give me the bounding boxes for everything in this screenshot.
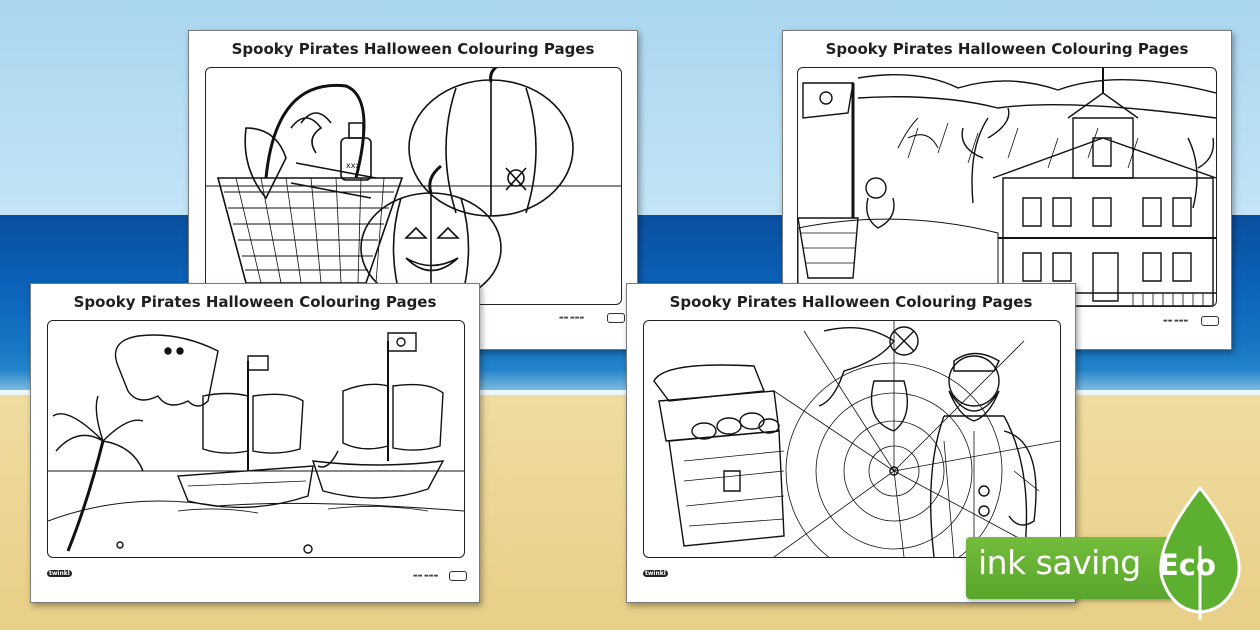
colouring-page-treasure-chest: Spooky Pirates Halloween Colouring Pages: [626, 283, 1076, 603]
pirate-ships-illustration: [48, 321, 464, 557]
eco-leaf-icon: [1144, 486, 1256, 622]
eco-label: Eco: [1159, 548, 1216, 582]
twinkl-logo: twinkl: [47, 570, 72, 577]
footer-url-mark: ▬▬ ▬▬▬: [413, 573, 439, 579]
footer-logo: [449, 571, 467, 581]
svg-text:xxx: xxx: [346, 161, 360, 170]
page-title: Spooky Pirates Halloween Colouring Pages: [669, 293, 1033, 311]
colouring-page-pirate-ships: Spooky Pirates Halloween Colouring Pages: [30, 283, 480, 603]
treasure-chest-illustration: [644, 321, 1060, 557]
badge-label: ink saving: [978, 543, 1141, 582]
illustration-frame: [47, 320, 465, 558]
page-title: Spooky Pirates Halloween Colouring Pages: [231, 40, 595, 58]
footer-logo: [607, 313, 625, 323]
illustration-frame: [797, 67, 1217, 307]
footer-url-mark: ▬▬ ▬▬▬: [559, 315, 585, 321]
basket-pumpkins-illustration: xxx: [206, 68, 621, 304]
footer-logo: [1201, 316, 1219, 326]
haunted-house-illustration: [798, 68, 1216, 306]
page-title: Spooky Pirates Halloween Colouring Pages: [73, 293, 437, 311]
page-title: Spooky Pirates Halloween Colouring Pages: [825, 40, 1189, 58]
illustration-frame: [643, 320, 1061, 558]
twinkl-logo: twinkl: [643, 570, 668, 577]
illustration-frame: xxx: [205, 67, 622, 305]
footer-url-mark: ▬▬ ▬▬▬: [1163, 318, 1189, 324]
